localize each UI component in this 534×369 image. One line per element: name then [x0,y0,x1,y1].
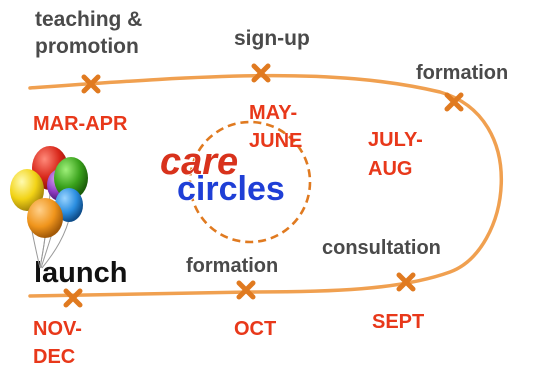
balloon-orange [27,198,63,238]
cycle-path [28,73,503,298]
date-sept: SEPT [372,311,424,333]
marker-formation-top [444,92,464,112]
stage-formation-bottom: formation [186,255,278,277]
marker-teaching [81,74,101,94]
stage-launch: launch [34,257,127,289]
date-mar-apr: MAR-APR [33,113,128,135]
dashed-center-circle [188,120,312,244]
stage-formation-top: formation [416,62,508,84]
date-nov: NOV- [33,318,82,340]
date-may: MAY- [249,102,297,124]
date-june: JUNE [249,130,302,152]
stage-signup: sign-up [234,27,310,50]
stage-consultation: consultation [322,237,441,259]
stage-teaching-line2: promotion [35,35,139,58]
marker-signup [251,63,271,83]
stage-teaching-line1: teaching & [35,8,142,31]
date-dec: DEC [33,346,75,368]
date-aug: AUG [368,158,412,180]
balloons-icon [10,146,88,269]
balloon-green [54,157,88,199]
date-oct: OCT [234,318,276,340]
balloon-yellow [10,169,44,211]
logo-word-circles: circles [177,170,285,208]
date-july: JULY- [368,129,423,151]
marker-formation-bottom [236,280,256,300]
care-circles-logo: care circles [159,140,285,209]
logo-word-care: care [160,141,238,183]
marker-launch [63,288,83,308]
marker-consultation [396,272,416,292]
